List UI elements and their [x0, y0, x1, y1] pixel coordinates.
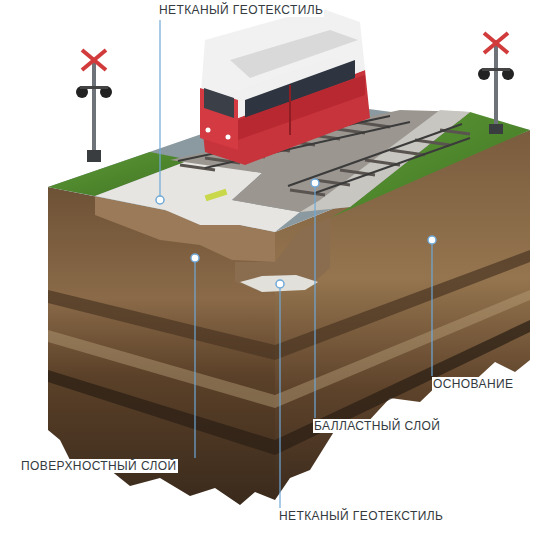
- callout-label: НЕТКАНЫЙ ГЕОТЕКСТИЛЬ: [158, 3, 324, 17]
- sensor: [205, 189, 228, 202]
- sleepers: [290, 130, 470, 195]
- tram: [200, 8, 370, 165]
- callout-label: НЕТКАНЫЙ ГЕОТЕКСТИЛЬ: [278, 509, 444, 523]
- callout-label: ОСНОВАНИЕ: [432, 377, 515, 391]
- stratum: [48, 320, 530, 455]
- crossing-signal: [478, 33, 514, 134]
- leader-lines: [160, 20, 432, 508]
- stratum: [48, 290, 530, 408]
- leader-dots: [156, 179, 436, 288]
- ballast-trench: [235, 218, 330, 292]
- callout-label: БАЛЛАСТНЫЙ СЛОЙ: [313, 419, 441, 433]
- crossing-signal: [76, 50, 112, 162]
- callout-label: ПОВЕРХНОСТНЫЙ СЛОЙ: [20, 459, 178, 473]
- geotextile-bottom: [240, 275, 318, 292]
